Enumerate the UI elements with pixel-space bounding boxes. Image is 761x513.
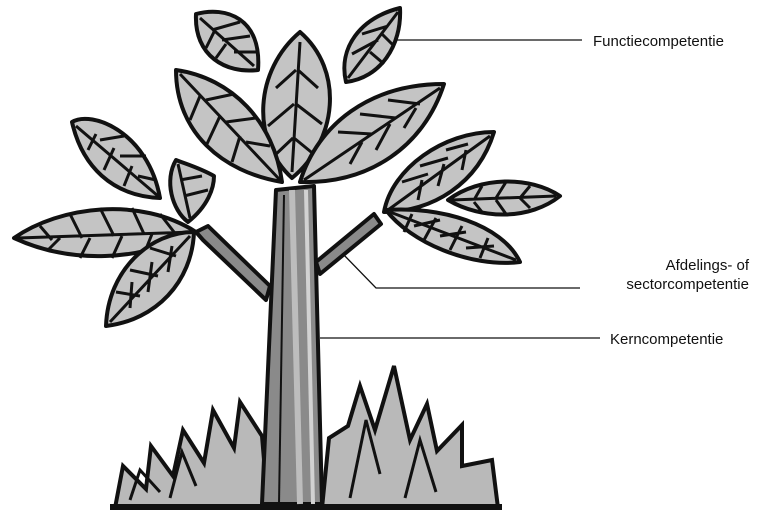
label-kerncompetentie: Kerncompetentie bbox=[610, 330, 723, 349]
label-functiecompetentie: Functiecompetentie bbox=[593, 32, 724, 51]
trunk bbox=[262, 186, 322, 504]
label-afdeling-line1: Afdelings- of bbox=[626, 256, 749, 275]
label-afdelings-sectorcompetentie: Afdelings- of sectorcompetentie bbox=[626, 256, 749, 294]
label-afdeling-line2: sectorcompetentie bbox=[626, 275, 749, 294]
leader-lines bbox=[320, 40, 600, 338]
leader-line-afdeling bbox=[343, 254, 580, 288]
